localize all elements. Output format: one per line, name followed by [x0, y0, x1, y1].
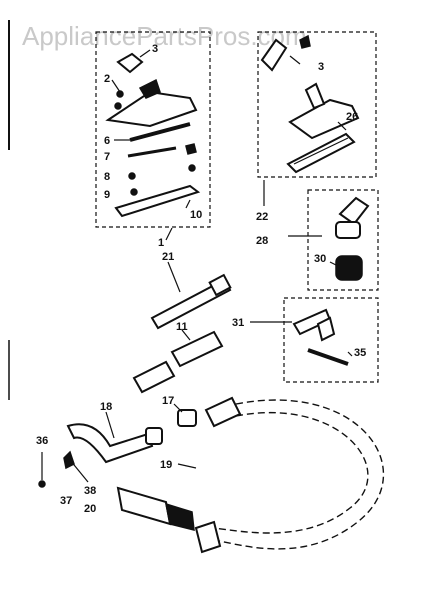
part-19-hose-inner [209, 411, 369, 534]
box-group-28 [288, 189, 379, 291]
part-2-screw-2 [114, 102, 122, 110]
label-6: 6 [104, 135, 110, 147]
leader-10 [185, 199, 191, 209]
label-2: 2 [104, 73, 110, 85]
part-28-base [335, 221, 361, 239]
part-10-bumper [114, 184, 201, 218]
group-box-31 [283, 297, 379, 383]
label-7: 7 [104, 151, 110, 163]
part-18-group [66, 411, 163, 464]
part-6-strip [129, 122, 191, 142]
part-11-wand-upper [170, 330, 224, 368]
watermark-text: AppliancePartsPros.com [22, 21, 307, 51]
part-screw-right [188, 164, 196, 172]
part-tool-neck [304, 82, 326, 110]
hose-bottom-cuff [194, 520, 222, 554]
leader-21 [167, 261, 181, 293]
leader-11 [181, 329, 191, 341]
part-36-head [38, 480, 46, 488]
leader-38 [69, 459, 89, 483]
part-21-end [208, 273, 232, 297]
part-18-cuff [145, 427, 163, 445]
part-19-hose-outer [209, 399, 385, 550]
leader-30 [329, 261, 339, 267]
label-3a: 3 [152, 43, 158, 55]
part-2-neck [138, 78, 161, 99]
label-10: 10 [190, 209, 202, 221]
part-8-screw [128, 172, 136, 180]
leader-19 [177, 463, 197, 469]
part-2-floor-brush [105, 90, 198, 128]
label-19: 19 [160, 459, 172, 471]
hose-top-cuff [204, 396, 242, 428]
part-20-group [116, 486, 195, 531]
part-9-screw [130, 188, 138, 196]
part-11-group [132, 329, 224, 394]
label-36: 36 [36, 435, 48, 447]
label-9: 9 [104, 189, 110, 201]
box-group-22 [257, 31, 377, 178]
part-37-clip [63, 450, 75, 470]
part-11-wand-lower [132, 360, 176, 394]
label-37: 37 [60, 495, 72, 507]
group-box-1 [95, 31, 211, 228]
box-group-1 [95, 31, 211, 228]
label-31: 31 [232, 317, 244, 329]
parts-36-38-group [38, 450, 89, 488]
label-20: 20 [84, 503, 96, 515]
part-21-wand [150, 278, 232, 330]
leader-3b [289, 55, 301, 65]
part-20-fitting [116, 486, 172, 526]
label-38: 38 [84, 485, 96, 497]
group-box-28 [307, 189, 379, 291]
part-7-strip [127, 146, 177, 158]
part-18-bent-wand [66, 423, 154, 464]
part-3-nozzle [116, 52, 144, 74]
leader-35 [347, 351, 353, 357]
label-30: 30 [314, 253, 326, 265]
part-3-nozzle-b [260, 38, 288, 72]
label-11: 11 [176, 321, 188, 333]
part-17-group [173, 403, 197, 427]
label-1: 1 [158, 237, 164, 249]
label-35: 35 [354, 347, 366, 359]
label-21: 21 [162, 251, 174, 263]
leader-3a [139, 49, 151, 58]
leader-26 [337, 121, 347, 131]
label-17: 17 [162, 395, 174, 407]
label-26: 26 [346, 111, 358, 123]
box-group-31 [250, 297, 379, 383]
part-30-filter [335, 255, 363, 281]
label-28: 28 [256, 235, 268, 247]
part-7-clip [185, 143, 197, 155]
part-21-group [150, 261, 232, 330]
leader-2 [111, 79, 121, 93]
label-22: 22 [256, 211, 268, 223]
leader-18 [105, 411, 115, 439]
part-35-crevice [307, 348, 349, 366]
label-8: 8 [104, 171, 110, 183]
label-18: 18 [100, 401, 112, 413]
part-small-clip [299, 34, 311, 49]
group-box-22 [257, 31, 377, 178]
brush-bristle [293, 137, 349, 165]
part-28-nozzle [338, 196, 370, 226]
part-17-coupling [177, 409, 197, 427]
label-3b: 3 [318, 61, 324, 73]
part-31-neck [316, 316, 336, 342]
part-19-group [177, 396, 385, 554]
part-20-ribs [165, 502, 195, 531]
leader-17 [173, 403, 183, 413]
leader-1 [165, 227, 173, 241]
